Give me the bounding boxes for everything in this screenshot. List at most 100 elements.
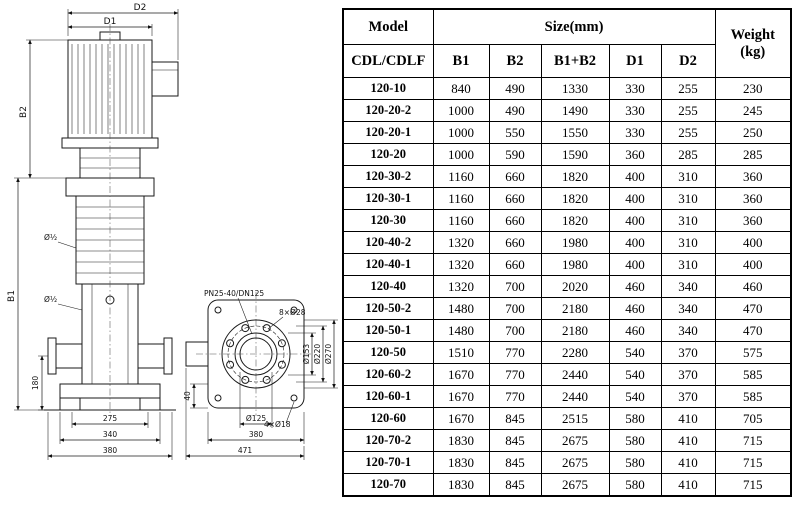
flange-spec-leader: [237, 297, 253, 335]
foot-left: [59, 397, 81, 411]
size-value-cell: 360: [714, 187, 792, 210]
size-value-cell: 2180: [540, 319, 610, 342]
shell-lines: [91, 284, 129, 384]
model-cell: 120-40-2: [342, 231, 434, 254]
size-value-cell: 660: [488, 253, 542, 276]
size-value-cell: 400: [714, 231, 792, 254]
size-value-cell: 330: [608, 121, 662, 144]
size-value-cell: 1980: [540, 231, 610, 254]
size-value-cell: 550: [488, 121, 542, 144]
bolt8-label: 8×Ø28: [279, 308, 306, 317]
size-value-cell: 460: [608, 275, 662, 298]
model-cell: 120-20-1: [342, 121, 434, 144]
elevation-view: [44, 24, 179, 416]
size-value-cell: 1510: [432, 341, 490, 364]
size-value-cell: 460: [608, 319, 662, 342]
size-value-cell: 1160: [432, 209, 490, 232]
elevation-dimensions: D2 D1 B2 B1 180 275: [7, 3, 179, 460]
motor-fins: [71, 44, 145, 134]
dimension-table: Model Size(mm) Weight (kg) CDL/CDLF B1 B…: [342, 8, 792, 497]
model-cell: 120-30-1: [342, 187, 434, 210]
size-value-cell: 410: [660, 473, 716, 497]
size-value-cell: 490: [488, 77, 542, 100]
plug-label-lower: Ø½: [44, 295, 57, 304]
size-value-cell: 255: [660, 99, 716, 122]
dim-label-dia153: Ø153: [302, 344, 311, 364]
size-value-cell: 1000: [432, 121, 490, 144]
ext-b2: [14, 39, 68, 179]
size-value-cell: 2675: [540, 429, 610, 452]
size-value-cell: 840: [432, 77, 490, 100]
bolt4-leader: [285, 401, 295, 424]
ext-d2: [67, 9, 179, 60]
header-weight: Weight (kg): [714, 8, 792, 78]
size-value-cell: 1670: [432, 363, 490, 386]
bolt-circle: [227, 325, 285, 383]
size-value-cell: 705: [714, 407, 792, 430]
header-model-series: CDL/CDLF: [342, 44, 434, 78]
model-cell: 120-40-1: [342, 253, 434, 276]
size-value-cell: 1830: [432, 451, 490, 474]
size-value-cell: 540: [608, 363, 662, 386]
size-value-cell: 1320: [432, 253, 490, 276]
size-value-cell: 410: [660, 407, 716, 430]
suction-flange: [47, 337, 57, 375]
coupling-lines: [80, 157, 140, 169]
size-value-cell: 400: [608, 165, 662, 188]
size-value-cell: 470: [714, 297, 792, 320]
size-value-cell: 660: [488, 231, 542, 254]
model-cell: 120-40: [342, 275, 434, 298]
size-value-cell: 580: [608, 451, 662, 474]
size-value-cell: 1590: [540, 143, 610, 166]
size-value-cell: 2440: [540, 385, 610, 408]
flange-bore-circle: [239, 337, 273, 371]
size-value-cell: 400: [608, 231, 662, 254]
size-value-cell: 490: [488, 99, 542, 122]
header-weight-line1: Weight: [730, 26, 775, 43]
size-value-cell: 1160: [432, 187, 490, 210]
size-value-cell: 400: [608, 187, 662, 210]
size-value-cell: 410: [660, 451, 716, 474]
size-value-cell: 285: [660, 143, 716, 166]
dim-label-380: 380: [103, 446, 118, 455]
size-value-cell: 660: [488, 165, 542, 188]
model-cell: 120-70-2: [342, 429, 434, 452]
size-value-cell: 330: [608, 77, 662, 100]
discharge-pipe: [137, 343, 165, 369]
size-value-cell: 310: [660, 231, 716, 254]
header-row-1: Model Size(mm) Weight (kg): [342, 8, 792, 78]
size-value-cell: 700: [488, 297, 542, 320]
size-value-cell: 245: [714, 99, 792, 122]
side-flange-plan: [185, 341, 209, 367]
size-value-cell: 460: [608, 297, 662, 320]
size-value-cell: 310: [660, 209, 716, 232]
header-size: Size(mm): [432, 8, 716, 45]
size-value-cell: 370: [660, 385, 716, 408]
terminal-box: [151, 61, 179, 97]
size-value-cell: 250: [714, 121, 792, 144]
size-value-cell: 1820: [540, 209, 610, 232]
size-value-cell: 540: [608, 341, 662, 364]
header-d1: D1: [608, 44, 662, 78]
anchor-holes: [214, 306, 298, 402]
size-value-cell: 2020: [540, 275, 610, 298]
size-value-cell: 715: [714, 473, 792, 497]
model-cell: 120-20-2: [342, 99, 434, 122]
size-value-cell: 1480: [432, 297, 490, 320]
size-value-cell: 1980: [540, 253, 610, 276]
plug-label-upper: Ø½: [44, 233, 57, 242]
bolt8-leader: [267, 316, 284, 330]
